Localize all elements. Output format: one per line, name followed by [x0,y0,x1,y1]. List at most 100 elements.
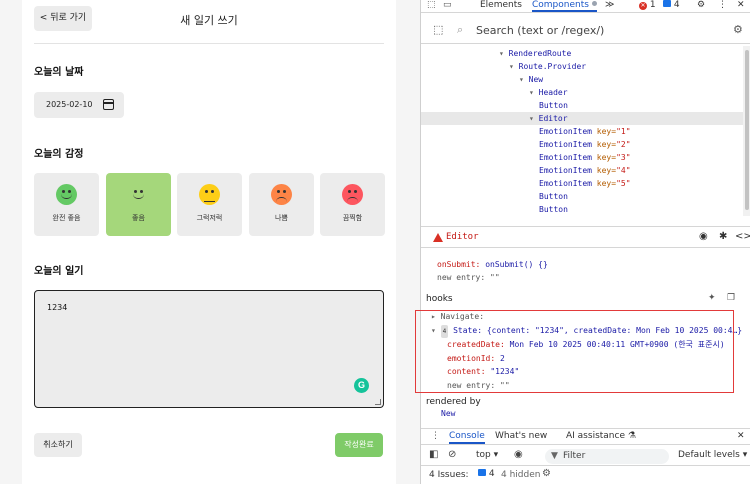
magic-wand-icon[interactable]: ✦ [708,293,716,303]
source-code-icon[interactable]: <> [735,231,750,242]
emotion-label: 좋음 [132,214,145,222]
settings-icon[interactable]: ⚙ [697,0,706,10]
emotion-item[interactable]: 그럭저럭 [177,173,242,236]
copy-icon[interactable]: ❐ [727,293,736,303]
tree-item[interactable]: ▾ New [421,73,743,86]
console-settings-icon[interactable]: ⚙ [542,468,551,479]
drawer-tab-ai-assistance[interactable]: AI assistance ⚗ [566,431,636,441]
tree-item-key: key= [591,127,617,136]
tree-item[interactable]: Button [421,99,743,112]
log-levels-select[interactable]: Default levels ▾ [678,450,747,460]
tree-item-key: key= [591,140,617,149]
tree-item[interactable]: Button [421,203,743,216]
more-tabs-icon[interactable]: ≫ [605,0,615,10]
search-input[interactable]: Search (text or /regex/) [476,24,605,37]
live-expression-icon[interactable]: ◉ [514,449,523,460]
state-new-entry[interactable]: new entry: "" [431,379,742,393]
drawer-tab-console[interactable]: Console [449,431,485,444]
tree-item[interactable]: ▾ RenderedRoute [421,47,743,60]
tree-item[interactable]: Button [421,190,743,203]
tree-item-key-value: "3" [616,153,631,162]
tree-scrollbar[interactable] [743,46,750,216]
component-settings-icon[interactable]: ⚙ [733,23,743,36]
calendar-icon[interactable] [103,99,114,110]
state-created-date[interactable]: createdDate: Mon Feb 10 2025 00:40:11 GM… [431,338,742,352]
state-value: "" [500,380,510,390]
tree-item[interactable]: EmotionItem key="4" [421,164,743,177]
emotion-section-title: 오늘의 감정 [34,149,84,160]
drawer-menu-icon[interactable]: ⋮ [431,431,440,441]
grammarly-icon[interactable]: G [354,378,369,393]
rendered-by-title: rendered by [426,397,481,407]
prop-onsubmit[interactable]: onSubmit: onSubmit() {} [437,258,548,271]
emotion-item[interactable]: 나쁨 [249,173,314,236]
submit-button[interactable]: 작성완료 [335,433,383,457]
hook-navigate[interactable]: ▸ Navigate: [431,310,742,324]
inspect-icon[interactable]: ⬚ [427,0,436,10]
prop-new-entry[interactable]: new entry: "" [437,271,548,284]
clear-console-icon[interactable]: ⊘ [448,449,457,460]
tree-item-label: Route.Provider [518,62,587,71]
tree-item[interactable]: EmotionItem key="5" [421,177,743,190]
props-section: onSubmit: onSubmit() {} new entry: "" [437,258,548,284]
tab-components[interactable]: Components [532,0,597,12]
resize-handle-icon[interactable] [375,399,381,405]
tree-item-label: RenderedRoute [508,49,572,58]
filter-placeholder: Filter [563,451,586,461]
tree-item[interactable]: ▾ Route.Provider [421,60,743,73]
log-levels-value: Default levels [678,450,740,460]
more-options-icon[interactable]: ⋮ [718,0,727,10]
emotion-label: 그럭저럭 [196,214,223,222]
tree-item[interactable]: ▾ Editor [421,112,743,125]
emoji-face-icon [199,184,220,205]
date-value: 2025-02-10 [46,100,93,109]
state-emotion-id[interactable]: emotionId: 2 [431,352,742,366]
close-icon[interactable]: ✕ [737,0,745,10]
eye-icon[interactable]: ◉ [699,231,708,242]
select-element-icon[interactable]: ⬚ [433,23,444,36]
issues-link[interactable]: 4 [478,469,495,479]
rendered-by-item[interactable]: New [441,409,456,418]
message-counter[interactable]: 4 [663,0,680,12]
state-key: emotionId: [447,353,496,363]
error-counter[interactable]: ✕ 1 [639,0,656,12]
tree-item[interactable]: EmotionItem key="3" [421,151,743,164]
expand-icon[interactable]: ▾ [499,49,509,58]
context-select[interactable]: top ▾ [476,450,498,460]
hook-state-summary: State: {content: "1234", createdDate: Mo… [453,325,743,335]
diary-textarea[interactable]: 1234 G [34,290,384,408]
state-content[interactable]: content: "1234" [431,365,742,379]
back-button[interactable]: < 뒤로 가기 [34,6,92,31]
state-value: Mon Feb 10 2025 00:40:11 GMT+0900 (한국 표준… [509,340,725,349]
collapse-icon[interactable]: ▾ [431,325,436,335]
drawer-tabbar: ⋮ Console What's new AI assistance ⚗ ✕ [421,428,750,445]
tree-scrollbar-thumb[interactable] [745,50,749,210]
sidebar-toggle-icon[interactable]: ◧ [429,449,439,460]
hooks-list: ▸ Navigate: ▾ 4 State: {content: "1234",… [431,310,742,392]
emotion-item[interactable]: 좋음 [106,173,171,236]
expand-icon[interactable]: ▾ [519,75,529,84]
emotion-item[interactable]: 끔찍함 [320,173,385,236]
expand-icon[interactable]: ▾ [529,114,539,123]
filter-input[interactable]: ▼ Filter [545,449,669,464]
expand-icon[interactable]: ▾ [509,62,519,71]
date-input[interactable]: 2025-02-10 [34,92,124,118]
emotion-item[interactable]: 완전 좋음 [34,173,99,236]
tree-item[interactable]: EmotionItem key="1" [421,125,743,138]
tree-item[interactable]: EmotionItem key="2" [421,138,743,151]
message-icon [478,469,486,476]
bug-icon[interactable]: ✱ [719,231,728,242]
tree-item-key-value: "4" [616,166,631,175]
device-toolbar-icon[interactable]: ▭ [443,0,452,10]
prop-key: new entry: [437,273,486,282]
drawer-close-icon[interactable]: ✕ [737,431,745,441]
tab-elements[interactable]: Elements [480,0,522,10]
expand-icon[interactable]: ▸ [431,312,436,321]
hook-state[interactable]: ▾ 4 State: {content: "1234", createdDate… [431,324,743,338]
tree-item[interactable]: ▾ Header [421,86,743,99]
prop-value: "" [490,273,500,282]
drawer-tab-whats-new[interactable]: What's new [495,431,548,441]
issues-bar: 4 Issues: 4 4 hidden ⚙ [421,467,750,484]
expand-icon[interactable]: ▾ [529,88,539,97]
cancel-button[interactable]: 취소하기 [34,433,82,457]
